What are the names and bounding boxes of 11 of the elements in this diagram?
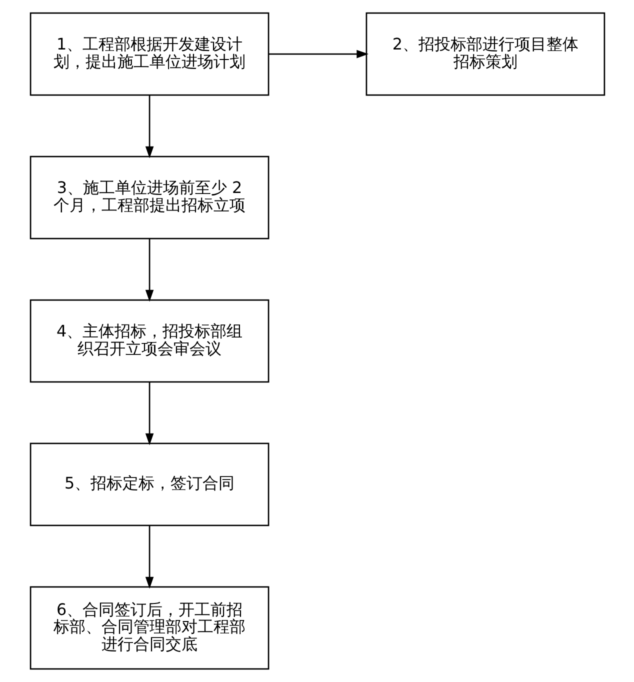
- arrow: [144, 526, 154, 589]
- arrow: [268, 50, 368, 58]
- node-box: 5、招标定标，签订合同: [29, 442, 269, 526]
- node-box: 2、招投标部进行项目整体招标策划: [365, 12, 605, 96]
- arrow: [144, 238, 154, 302]
- arrow: [144, 382, 154, 446]
- node-box: 4、主体招标，招投标部组织召开立项会审会议: [29, 299, 269, 383]
- arrow: [144, 95, 154, 158]
- node-box: 6、合同签订后，开工前招标部、合同管理部对工程部进行合同交底: [29, 586, 269, 670]
- node-box: 1、工程部根据开发建设计划，提出施工单位进场计划: [29, 12, 269, 96]
- node-box: 3、施工单位进场前至少 2 个月，工程部提出招标立项: [29, 156, 269, 240]
